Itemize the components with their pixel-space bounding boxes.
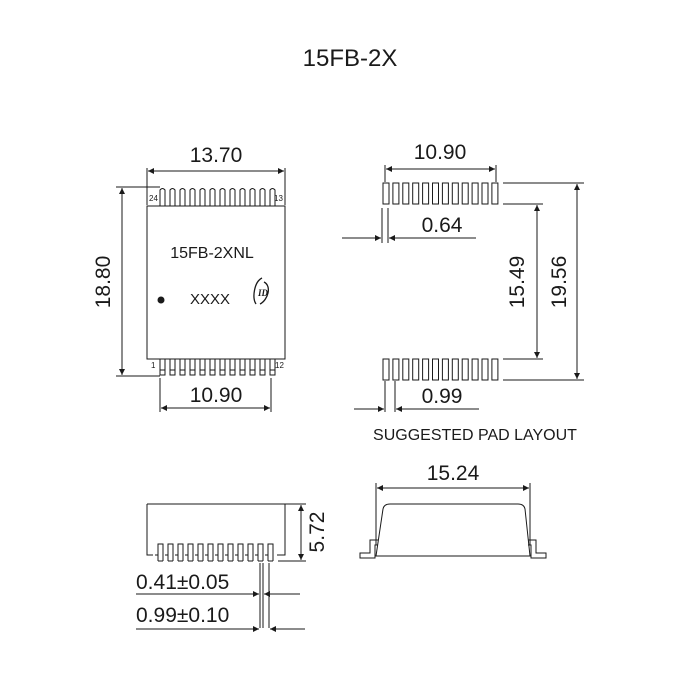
pad bbox=[441, 182, 449, 205]
top-pins bbox=[159, 188, 276, 206]
lead-pitch-label: 0.99±0.10 bbox=[136, 604, 229, 627]
pin-label-13: 13 bbox=[274, 194, 283, 203]
pin-label-1: 1 bbox=[151, 361, 156, 370]
pin bbox=[229, 359, 236, 376]
pad-pitch-label: 0.99 bbox=[422, 385, 463, 408]
pin bbox=[159, 188, 166, 206]
top-pin-span-label: 10.90 bbox=[190, 384, 243, 407]
end-view bbox=[359, 483, 547, 559]
pin bbox=[159, 359, 166, 376]
bottom-pad-row bbox=[382, 358, 499, 381]
lead bbox=[215, 543, 224, 562]
lead bbox=[255, 543, 264, 562]
lead bbox=[155, 543, 164, 562]
lead-width-label: 0.41±0.05 bbox=[136, 571, 229, 594]
lead bbox=[195, 543, 204, 562]
pin bbox=[249, 188, 256, 206]
lead bbox=[265, 543, 274, 562]
part-marking: 15FB-2XNL bbox=[170, 245, 254, 262]
side-body bbox=[146, 503, 286, 556]
pin bbox=[229, 188, 236, 206]
drawing-title: 15FB-2X bbox=[303, 45, 398, 72]
pad bbox=[422, 182, 430, 205]
pin bbox=[189, 359, 196, 376]
top-width-label: 13.70 bbox=[190, 144, 243, 167]
lead bbox=[175, 543, 184, 562]
pad-span-label: 10.90 bbox=[414, 141, 467, 164]
pin bbox=[269, 359, 276, 376]
manufacturer-logo-icon: ID bbox=[253, 277, 270, 305]
pad-layout-caption: SUGGESTED PAD LAYOUT bbox=[373, 427, 577, 444]
pad bbox=[412, 182, 420, 205]
top-view bbox=[116, 168, 286, 412]
lead bbox=[225, 543, 234, 562]
pin bbox=[169, 188, 176, 206]
pin bbox=[269, 188, 276, 206]
pad bbox=[422, 358, 430, 381]
pin bbox=[209, 188, 216, 206]
pad-outer-label: 19.56 bbox=[548, 256, 571, 309]
pad bbox=[392, 182, 400, 205]
bottom-pins bbox=[159, 359, 276, 376]
end-width-label: 15.24 bbox=[427, 462, 480, 485]
pin bbox=[179, 359, 186, 376]
pad bbox=[471, 182, 479, 205]
pin bbox=[219, 188, 226, 206]
pad bbox=[481, 182, 489, 205]
pad bbox=[441, 358, 449, 381]
pin bbox=[179, 188, 186, 206]
pad-width-label: 0.64 bbox=[422, 214, 463, 237]
lead bbox=[165, 543, 174, 562]
pad bbox=[481, 358, 489, 381]
pin-label-24: 24 bbox=[149, 194, 158, 203]
pad bbox=[491, 358, 499, 381]
date-code: XXXX bbox=[190, 291, 230, 308]
pin bbox=[249, 359, 256, 376]
pad bbox=[432, 358, 439, 381]
pad bbox=[412, 358, 420, 381]
pin bbox=[189, 188, 196, 206]
pad bbox=[382, 358, 390, 381]
package-body bbox=[146, 205, 286, 360]
pin bbox=[209, 359, 216, 376]
top-pad-row bbox=[382, 182, 499, 205]
pad bbox=[382, 182, 390, 205]
pad bbox=[471, 358, 479, 381]
pin bbox=[169, 359, 176, 376]
lead bbox=[185, 543, 194, 562]
right-lead bbox=[528, 539, 547, 559]
end-body bbox=[375, 503, 531, 557]
pad bbox=[491, 182, 499, 205]
pad bbox=[461, 182, 469, 205]
lead bbox=[235, 543, 244, 562]
pad bbox=[392, 358, 400, 381]
pad bbox=[432, 182, 439, 205]
pin bbox=[259, 188, 266, 206]
pin bbox=[239, 359, 246, 376]
lead bbox=[205, 543, 214, 562]
pad bbox=[451, 358, 459, 381]
svg-text:ID: ID bbox=[257, 288, 269, 298]
top-height-label: 18.80 bbox=[92, 256, 115, 309]
pad bbox=[451, 182, 459, 205]
left-lead bbox=[359, 539, 378, 559]
pad bbox=[402, 358, 410, 381]
pin bbox=[259, 359, 266, 376]
pin bbox=[239, 188, 246, 206]
pad-inner-label: 15.49 bbox=[506, 256, 529, 309]
pad bbox=[461, 358, 469, 381]
side-height-label: 5.72 bbox=[306, 512, 329, 553]
pin1-dot bbox=[157, 296, 165, 304]
pad bbox=[402, 182, 410, 205]
lead bbox=[245, 543, 254, 562]
pin-label-12: 12 bbox=[275, 361, 284, 370]
pin bbox=[199, 359, 206, 376]
pin bbox=[219, 359, 226, 376]
pin bbox=[199, 188, 206, 206]
pad-layout bbox=[342, 165, 584, 412]
side-view bbox=[136, 503, 306, 632]
